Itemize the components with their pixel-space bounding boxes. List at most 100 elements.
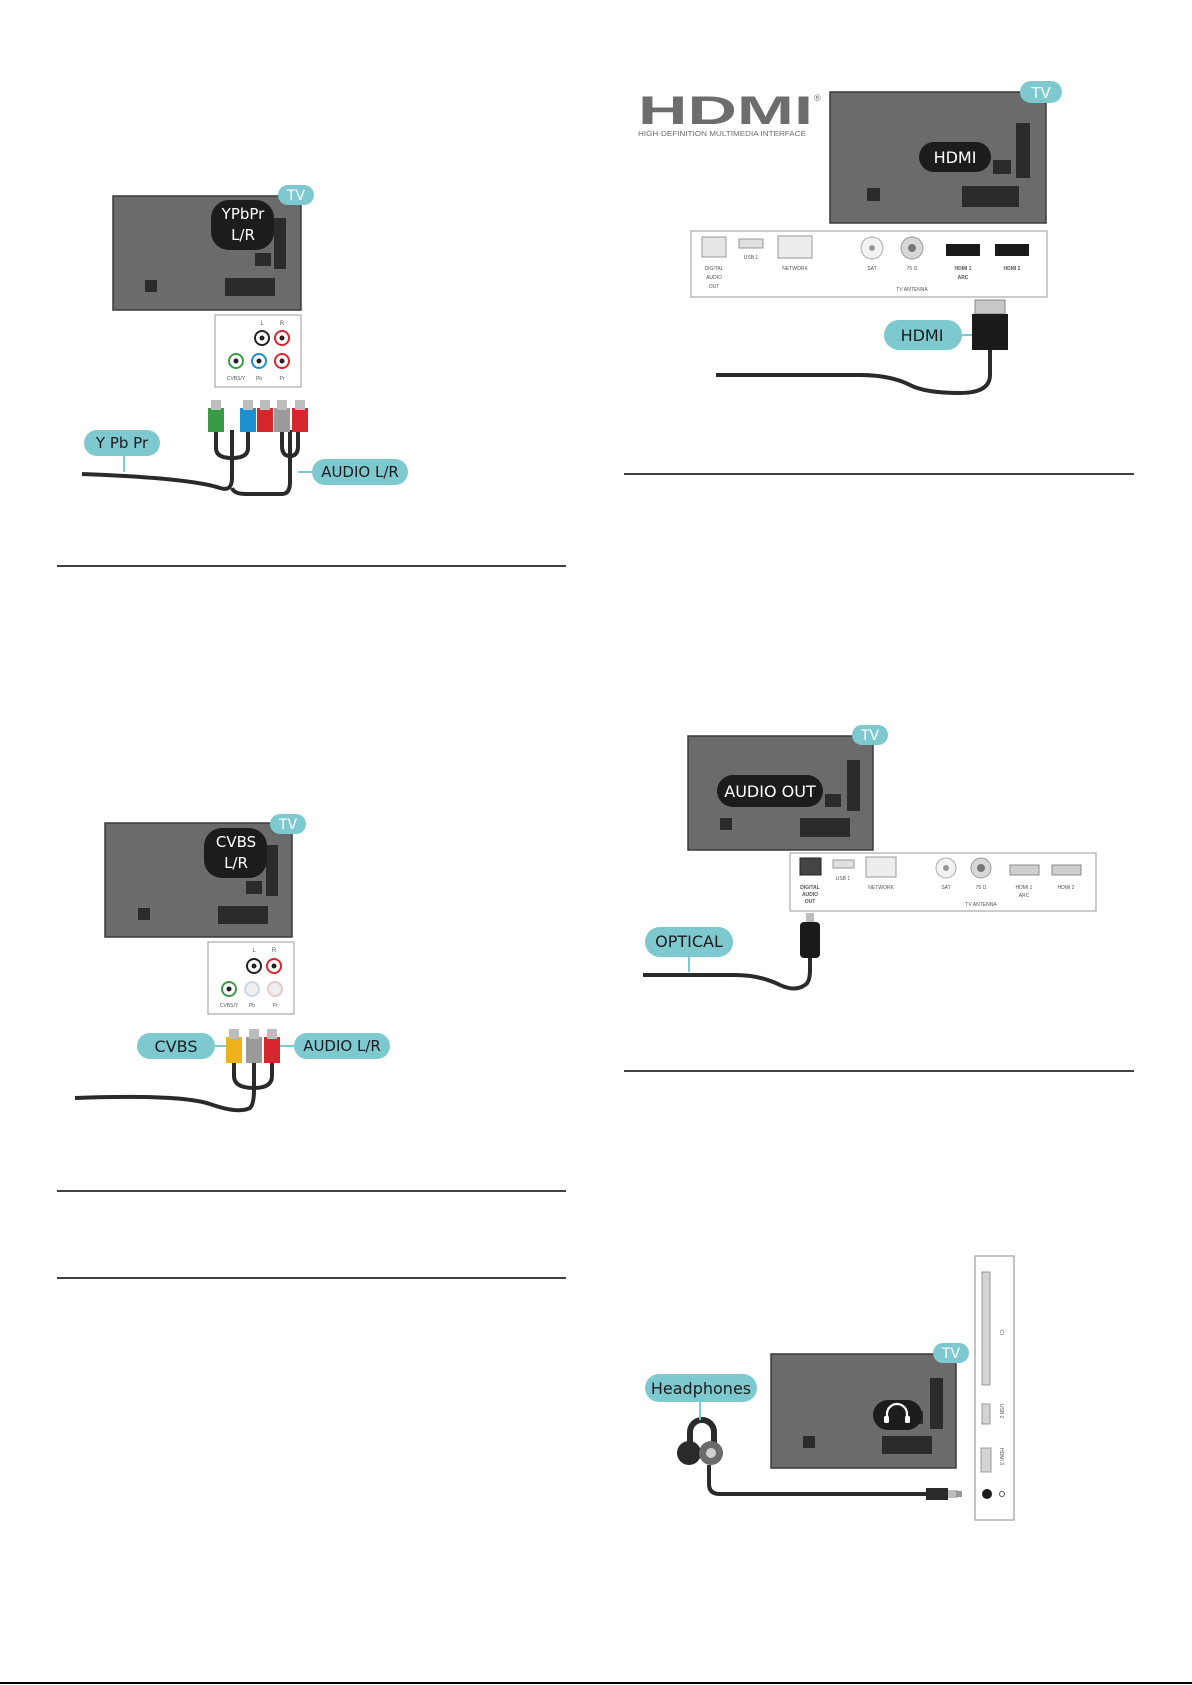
hdmi-plug [972, 314, 1008, 350]
hdmi-logo-registered: ® [814, 93, 821, 103]
cvbs-badge-line1: CVBS [216, 833, 256, 851]
jack-pr-label: Pr [280, 376, 285, 382]
port-hdmi2 [1051, 864, 1082, 876]
hdmi-connector-badge [919, 142, 991, 172]
plug-red [257, 408, 273, 432]
cable-label-optical-text: OPTICAL [655, 932, 723, 951]
ypbpr-cable [81, 430, 234, 491]
tv-badge [270, 814, 306, 834]
plug-gray [246, 1037, 262, 1063]
jack-pb [244, 981, 260, 997]
hdmi-logo-text: HDMI [638, 89, 813, 133]
tv-badge [852, 725, 888, 745]
rca-jack-panel [207, 941, 295, 1015]
cable-label-optical [645, 927, 733, 957]
headphone-plug [926, 1488, 948, 1500]
plug-red [264, 1037, 280, 1063]
port-hdmi2 [995, 244, 1029, 256]
plug-red-audio [292, 408, 308, 432]
tv-vent [145, 280, 157, 292]
ypbpr-badge-line2: L/R [231, 226, 255, 244]
svg-text:NETWORK: NETWORK [782, 266, 808, 272]
port-usb2 [981, 1403, 991, 1425]
hdmi-connector-badge-text: HDMI [934, 148, 977, 167]
svg-text:SAT: SAT [941, 885, 950, 891]
tv-vent [138, 908, 150, 920]
cable-label-audio [312, 459, 408, 485]
tv-port [246, 881, 262, 894]
headphones-icon [884, 1402, 910, 1423]
jack-pb-label: Pb [249, 1003, 255, 1009]
cable-label-cvbs-text: CVBS [155, 1037, 198, 1056]
tv-badge-text: TV [941, 1346, 961, 1362]
hdmi-cable [716, 350, 992, 396]
tv-badge-text: TV [1030, 84, 1051, 102]
tv-badge [933, 1343, 969, 1363]
tv-port-block [218, 906, 268, 924]
tv-port [993, 160, 1011, 174]
tv-port-block [962, 186, 1019, 207]
plug-gray [274, 408, 290, 432]
port-usb [738, 238, 764, 249]
tv-port-strip [1016, 123, 1030, 178]
plug-yellow [226, 1037, 242, 1063]
svg-text:ARC: ARC [958, 275, 969, 281]
svg-text:TV ANTENNA: TV ANTENNA [896, 287, 928, 293]
svg-text:ARC: ARC [1019, 893, 1030, 899]
svg-text:AUDIO: AUDIO [802, 892, 818, 898]
svg-text:HDMI 1: HDMI 1 [955, 266, 972, 272]
cvbs-connection-diagram: CVBS L/R TV L R CVBS/Y Pb Pr CVBS AUDIO … [74, 814, 390, 1113]
optical-connection-diagram: AUDIO OUT TV DIGITAL AUDIO OUT USB 1 NET… [643, 725, 1097, 991]
tv-port-block [225, 278, 275, 296]
cable-label-ypbpr [84, 430, 160, 456]
cable-label-ypbpr-text: Y Pb Pr [95, 434, 149, 452]
jack-cvbs-label: CVBS/Y [227, 376, 246, 382]
cable-label-audio [294, 1033, 390, 1059]
tv-badge-text: TV [278, 817, 298, 833]
jack-pr-label: Pr [273, 1003, 278, 1009]
port-ci [981, 1271, 991, 1386]
jack-l-label: L [252, 948, 256, 954]
audio-cable [230, 430, 292, 496]
jack-r-label: R [280, 321, 285, 327]
tv-port-strip [274, 218, 286, 269]
headphones-device-icon [677, 1417, 723, 1465]
ypbpr-badge-line1: YPbPr [221, 205, 266, 223]
tv-badge [1020, 81, 1062, 103]
ypbpr-connector-badge [211, 200, 274, 250]
svg-text:HDMI 2: HDMI 2 [1004, 266, 1021, 272]
cable-label-headphones-text: Headphones [651, 1379, 751, 1398]
hdmi-plug-tip [974, 299, 1006, 315]
cable-label-headphones [645, 1374, 757, 1402]
svg-text:75 Ω: 75 Ω [976, 885, 987, 891]
port-network [777, 235, 813, 259]
svg-text:HDMI 1: HDMI 1 [1016, 885, 1033, 891]
cvbs-cable [74, 1062, 256, 1113]
cable-label-audio-text: AUDIO L/R [303, 1037, 381, 1055]
tv-port-strip [847, 760, 860, 811]
jack-r-label: R [272, 948, 277, 954]
jack-cvbs-label: CVBS/Y [220, 1003, 239, 1009]
optical-plug-tip [806, 913, 814, 923]
tv-port [825, 794, 841, 807]
jack-pb-label: Pb [256, 376, 262, 382]
tv-badge-text: TV [286, 188, 306, 204]
tv-vent [867, 188, 880, 201]
tv-port-block [882, 1436, 932, 1454]
port-headphone-jack [982, 1489, 992, 1499]
port-hdmi1 [946, 244, 980, 256]
tv-vent [803, 1436, 815, 1448]
hdmi-connection-diagram: HDMI ® HIGH-DEFINITION MULTIMEDIA INTERF… [638, 81, 1062, 396]
svg-text:USB 1: USB 1 [744, 255, 759, 261]
tv-side-panel [974, 1255, 1015, 1521]
cvbs-connector-badge [204, 828, 267, 878]
port-digital-audio [799, 857, 822, 876]
svg-text:DIGITAL: DIGITAL [800, 885, 820, 891]
svg-text:OUT: OUT [805, 899, 816, 905]
tv-vent [720, 818, 732, 830]
svg-text:NETWORK: NETWORK [868, 885, 894, 891]
tv-badge-text: TV [860, 728, 880, 744]
audio-out-connector-badge [717, 775, 823, 807]
headphone-cable [707, 1465, 926, 1496]
headphones-connection-diagram: CI USB 2 HDMI 3 TV Headphone [645, 1255, 1015, 1521]
